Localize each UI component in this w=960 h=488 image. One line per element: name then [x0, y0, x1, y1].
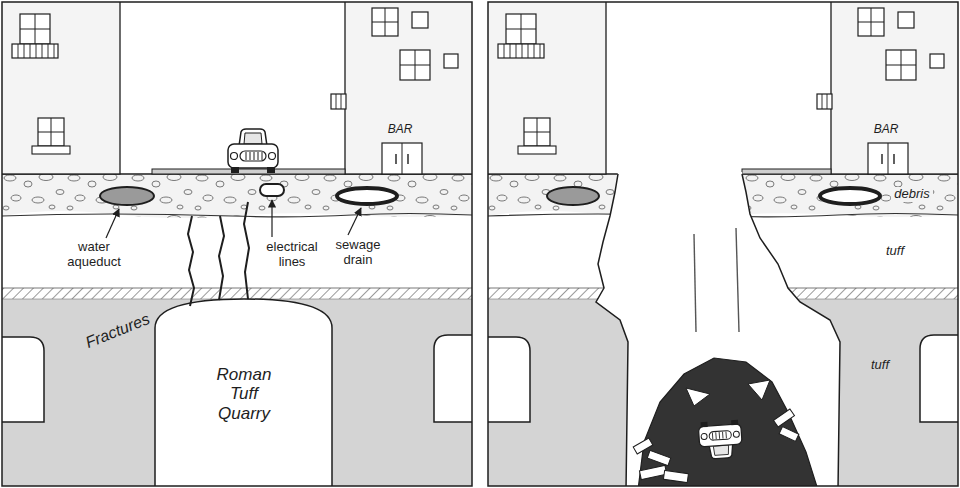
- falling-streak: [736, 228, 739, 332]
- road-fragment: [748, 380, 770, 400]
- road-fragment: [686, 388, 710, 406]
- ground-section: [2, 2, 472, 486]
- quarry-chamber: [155, 299, 332, 486]
- electrical-conduit: [260, 184, 284, 196]
- fracture: [219, 216, 224, 300]
- water-aqueduct-pipe: [100, 187, 154, 205]
- quarry-gallery: [920, 335, 958, 422]
- callout-label: sewage drain: [328, 238, 388, 268]
- callout-label: electrical lines: [259, 240, 325, 270]
- tuff-block: [647, 450, 670, 465]
- sinkhole: [596, 172, 840, 486]
- panel-frame: [488, 2, 958, 486]
- callout-label: water aqueduct: [62, 240, 126, 270]
- sidewalk: [742, 169, 831, 174]
- fallen-car: [698, 419, 743, 459]
- panel-frame: [2, 2, 472, 486]
- quarry-chamber: Roman Tuff Quarry: [204, 365, 284, 424]
- leader-arrow: [271, 200, 272, 237]
- collapse-debris-pile: [638, 358, 818, 486]
- fracture-label: Fractures: [83, 310, 153, 352]
- layer-label: tuff: [871, 358, 889, 373]
- shop-sign: BAR: [874, 123, 899, 137]
- tuff-block: [779, 427, 799, 442]
- sinkhole-wall: [596, 174, 628, 486]
- shop-sign: BAR: [388, 123, 413, 137]
- leader-arrow: [348, 208, 361, 235]
- before-panel: [0, 1, 474, 488]
- tuff-block: [639, 465, 666, 479]
- tuff-block: [633, 438, 653, 454]
- leader-arrow: [106, 209, 119, 238]
- car: [228, 129, 278, 173]
- sewage-pipe: [337, 188, 397, 204]
- tuff-block: [774, 409, 795, 427]
- quarry-gallery: [488, 337, 530, 422]
- tuff-block: [663, 470, 688, 482]
- chamber-label: Roman Tuff Quarry: [204, 365, 284, 424]
- falling-streak: [694, 234, 696, 332]
- layer-label: tuff: [886, 244, 904, 259]
- layer-label: debris: [891, 187, 932, 202]
- quarry-gallery: [434, 335, 472, 422]
- fracture: [188, 216, 194, 306]
- sewage-pipe: [820, 188, 880, 204]
- water-aqueduct-pipe: [547, 187, 599, 205]
- after-panel: [486, 1, 960, 488]
- fracture: [244, 202, 249, 299]
- sidewalk: [152, 169, 345, 174]
- quarry-gallery: [2, 337, 44, 422]
